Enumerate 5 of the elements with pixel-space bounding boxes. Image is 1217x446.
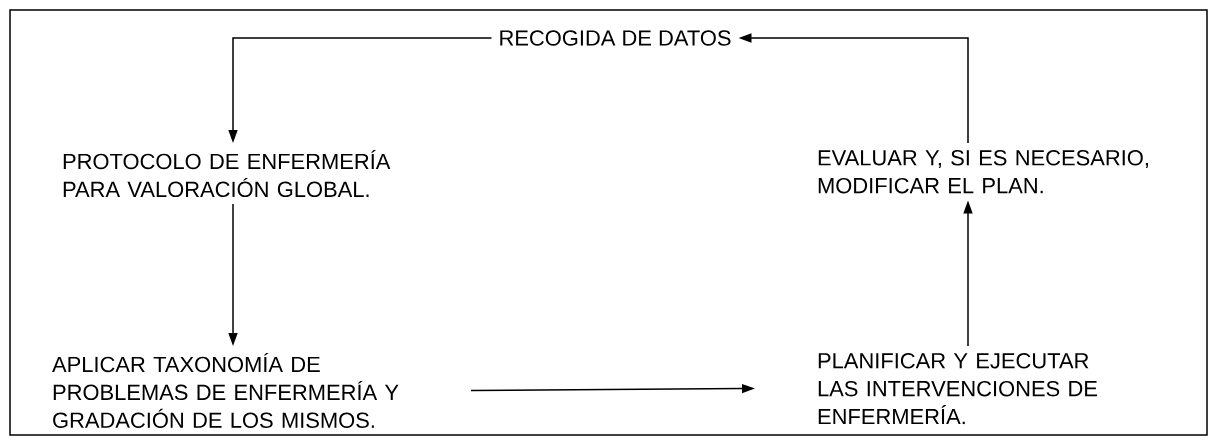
- step-text: PLANIFICAR Y EJECUTAR LAS INTERVENCIONES DE ENFERMERÍA.: [818, 353, 1097, 425]
- step-text: RECOGIDA DE DATOS: [500, 30, 731, 46]
- step-text: PROTOCOLO DE ENFERMERÍA PARA VALORACIÓN GLOBAL.: [63, 150, 391, 198]
- step-text: APLICAR TAXONOMÍA DE PROBLEMAS DE ENFERMERÍA Y GRADACIÓN DE LOS MISMOS.: [52, 353, 399, 428]
- step-text: EVALUAR Y, SI ES NECESARIO, MODIFICAR EL PLAN.: [818, 150, 1148, 194]
